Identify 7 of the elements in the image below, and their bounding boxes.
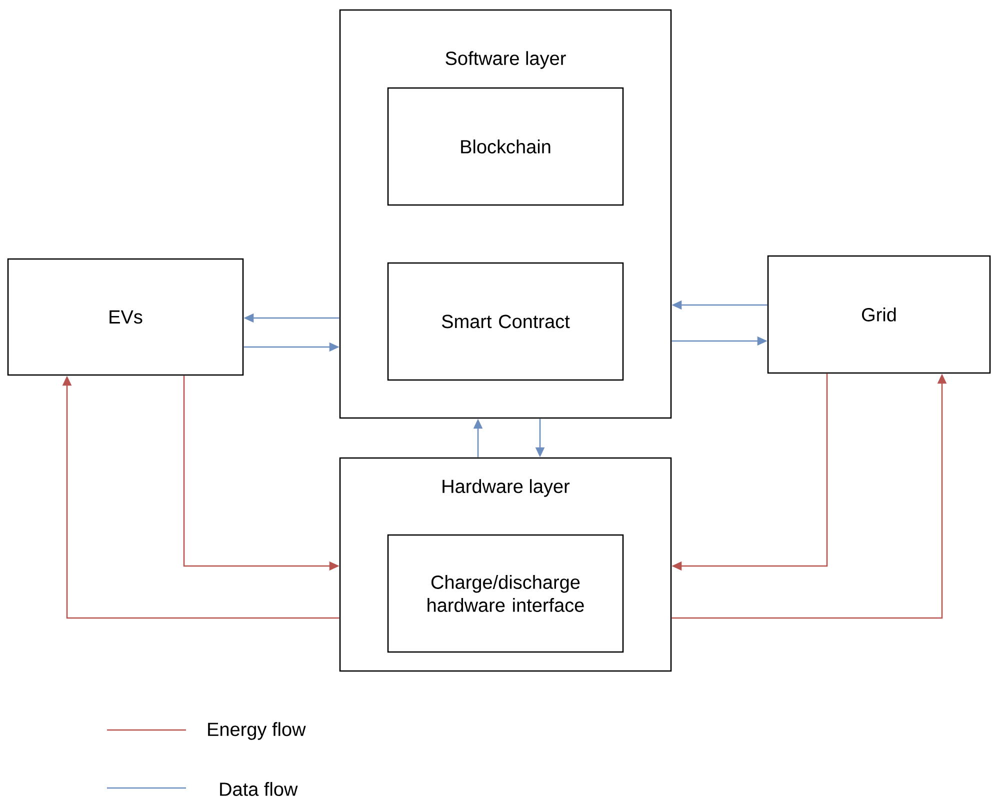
legend-label: Energy flow — [208, 722, 306, 740]
process-box: Charge/discharge hardware interface — [387, 534, 624, 653]
process-box: Blockchain — [387, 87, 624, 206]
legend-label: Data flow — [220, 782, 298, 796]
process-box: Smart Contract — [387, 262, 624, 381]
process-box: EVs — [7, 258, 244, 376]
process-box: Grid — [767, 255, 991, 374]
